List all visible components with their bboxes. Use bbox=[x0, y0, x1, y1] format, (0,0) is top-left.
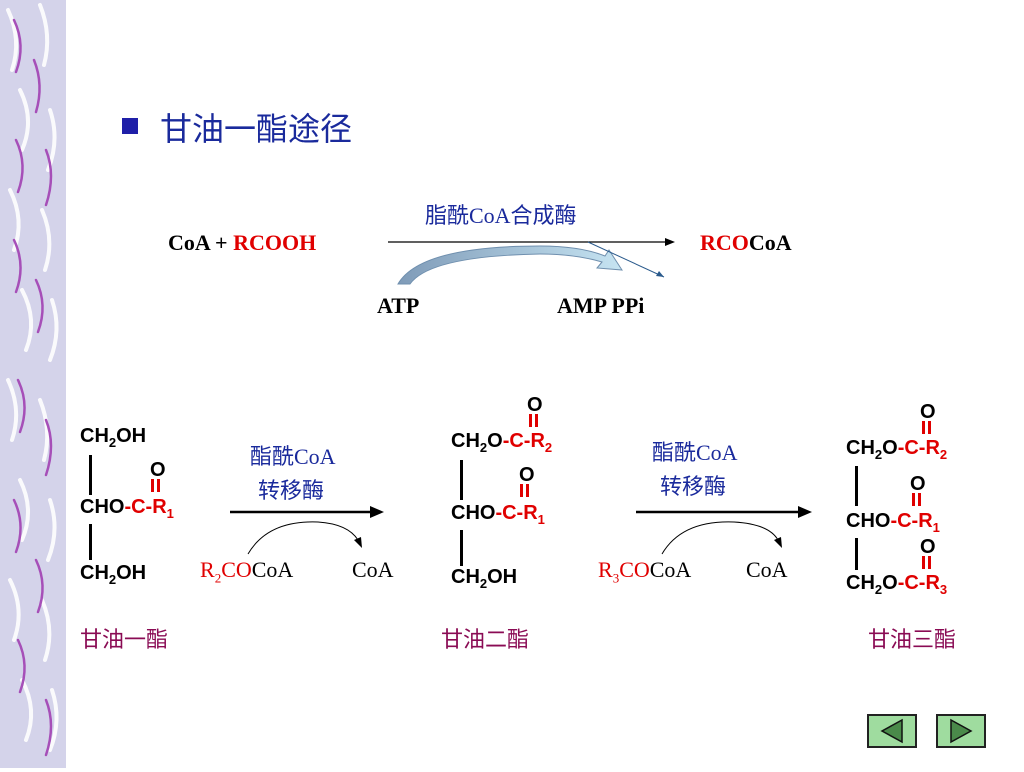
step1-reagent-co: CO bbox=[221, 557, 252, 582]
tri-double-bond-top-a bbox=[922, 421, 925, 434]
di-ch2oh-bottom: CH2OH bbox=[451, 566, 518, 591]
atp-curved-arrow bbox=[397, 245, 623, 285]
mono-oxygen: O bbox=[150, 459, 166, 481]
step2-arrows bbox=[636, 506, 812, 555]
step2-product-coa: CoA bbox=[746, 557, 788, 582]
di-oxygen-top: O bbox=[527, 394, 543, 416]
reactant-acid: RCOOH bbox=[233, 230, 317, 255]
step1-curved-arrow bbox=[247, 521, 359, 555]
label-triglyceride: 甘油三酯 bbox=[868, 628, 957, 653]
decorative-sidebar bbox=[0, 0, 66, 768]
tri-oxygen-mid: O bbox=[910, 473, 926, 495]
step1-enzyme-line2: 转移酶 bbox=[258, 478, 325, 503]
reaction-arrowhead bbox=[665, 238, 675, 246]
di-bond-2 bbox=[460, 530, 463, 566]
previous-slide-button[interactable] bbox=[867, 714, 917, 748]
mono-ch2oh-top: CH2OH bbox=[80, 425, 147, 450]
label-diglyceride: 甘油二酯 bbox=[441, 628, 530, 653]
tri-bond-1 bbox=[855, 466, 858, 506]
page-title: 甘油一酯途径 bbox=[160, 110, 353, 148]
product-coa: CoA bbox=[748, 230, 792, 255]
tri-double-bond-bottom-b bbox=[928, 556, 931, 569]
ribbon-pattern bbox=[6, 3, 59, 757]
step1-reagent-r: R bbox=[200, 557, 215, 582]
di-bond-1 bbox=[460, 460, 463, 500]
di-double-bond-mid-b bbox=[526, 484, 529, 497]
tri-cho-group: CHO-C-R1 bbox=[846, 510, 940, 535]
di-oxygen-mid: O bbox=[519, 464, 535, 486]
triangle-right-icon bbox=[950, 718, 973, 744]
mono-double-bond-a bbox=[151, 479, 154, 492]
tri-ch2o-bottom: CH2O-C-R3 bbox=[846, 572, 948, 597]
tri-ch2o-top: CH2O-C-R2 bbox=[846, 437, 948, 462]
amp-ppi-label: AMP PPi bbox=[557, 293, 645, 318]
step2-arrowhead bbox=[798, 506, 812, 518]
step2-curved-arrow bbox=[661, 521, 779, 555]
activation-arrows bbox=[388, 238, 675, 285]
step2-curved-arrowhead bbox=[774, 537, 782, 548]
step1-arrowhead bbox=[370, 506, 384, 518]
ppi-pointer-line bbox=[587, 241, 665, 278]
mono-bond-2 bbox=[89, 524, 92, 560]
step2-reagent-r: R bbox=[598, 557, 613, 582]
tri-bond-2 bbox=[855, 538, 858, 570]
step2-reagent-sub: 3 bbox=[612, 570, 620, 586]
mono-cho-group: CHO-C-R1 bbox=[80, 496, 174, 521]
activation-product: RCOCoA bbox=[700, 230, 792, 256]
step2-reagent-co: CO bbox=[619, 557, 650, 582]
title-bullet bbox=[122, 118, 138, 134]
product-rco: RCO bbox=[700, 230, 749, 255]
step1-reagent-coa: CoA bbox=[251, 557, 294, 582]
synthetase-enzyme: 脂酰CoA合成酶 bbox=[425, 203, 577, 228]
mono-bond-1 bbox=[89, 455, 92, 495]
mono-ch2oh-bottom: CH2OH bbox=[80, 562, 147, 587]
step2-enzyme: 酯酰CoA 转移酶 bbox=[652, 436, 738, 504]
step2-reagent: R3COCoA bbox=[598, 557, 691, 586]
tri-oxygen-top: O bbox=[920, 401, 936, 423]
step1-curved-arrowhead bbox=[354, 537, 362, 548]
di-double-bond-mid-a bbox=[520, 484, 523, 497]
step1-enzyme-line1: 酯酰CoA bbox=[250, 444, 336, 469]
step2-enzyme-line1: 酯酰CoA bbox=[652, 440, 738, 465]
di-ch2o-top: CH2O-C-R2 bbox=[451, 430, 553, 455]
di-double-bond-top-a bbox=[529, 414, 532, 427]
mono-double-bond-b bbox=[157, 479, 160, 492]
step1-reagent: R2COCoA bbox=[200, 557, 293, 586]
step1-product-coa: CoA bbox=[352, 557, 394, 582]
reactant-coa: CoA + bbox=[168, 230, 234, 255]
tri-oxygen-bottom: O bbox=[920, 536, 936, 558]
label-monoglyceride: 甘油一酯 bbox=[80, 628, 169, 653]
step1-enzyme: 酯酰CoA 转移酶 bbox=[250, 440, 336, 508]
step2-enzyme-line2: 转移酶 bbox=[660, 474, 727, 499]
di-double-bond-top-b bbox=[535, 414, 538, 427]
ppi-pointer-head bbox=[656, 271, 664, 277]
atp-label: ATP bbox=[377, 293, 420, 318]
step1-arrows bbox=[230, 506, 384, 555]
step2-reagent-coa: CoA bbox=[649, 557, 692, 582]
step1-reagent-sub: 2 bbox=[214, 570, 222, 586]
tri-double-bond-mid-a bbox=[912, 493, 915, 506]
triangle-left-icon bbox=[880, 718, 903, 744]
next-slide-button[interactable] bbox=[936, 714, 986, 748]
di-cho-group: CHO-C-R1 bbox=[451, 502, 545, 527]
activation-reactants: CoA + RCOOH bbox=[168, 230, 316, 256]
tri-double-bond-bottom-a bbox=[922, 556, 925, 569]
tri-double-bond-top-b bbox=[928, 421, 931, 434]
tri-double-bond-mid-b bbox=[918, 493, 921, 506]
